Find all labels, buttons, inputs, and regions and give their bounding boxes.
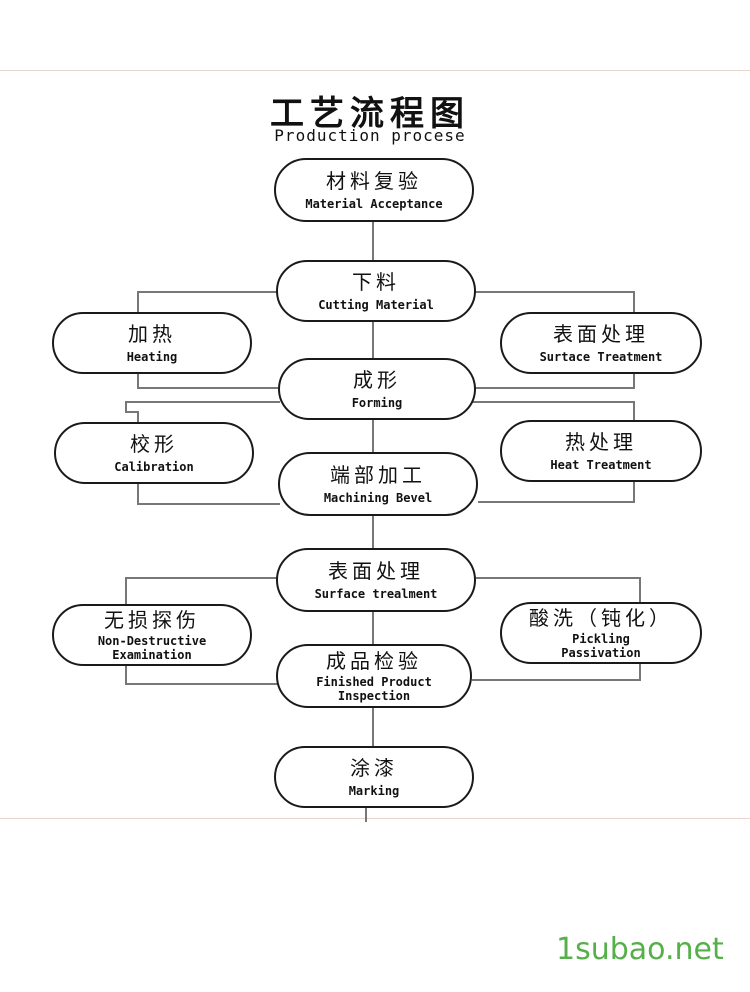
- bracket-ndt-bottom: [125, 666, 278, 685]
- step-cn-label: 无损探伤: [104, 608, 200, 632]
- step-cn-label: 表面处理: [328, 559, 424, 583]
- step-non-destructive-examination: 无损探伤 Non-Destructive Examination: [52, 604, 252, 666]
- step-heating: 加热 Heating: [52, 312, 252, 374]
- bracket-surface-1-bottom: [472, 374, 635, 389]
- step-en-label: Marking: [348, 784, 400, 798]
- step-en-label: Material Acceptance: [305, 197, 443, 211]
- bracket-calibration: [125, 401, 280, 422]
- bracket-calibration-bottom: [137, 484, 280, 505]
- step-en-label: Pickling Passivation: [561, 632, 641, 660]
- step-en-label: Cutting Material: [318, 298, 434, 312]
- step-machining-bevel: 端部加工 Machining Bevel: [278, 452, 478, 516]
- step-cn-label: 下料: [352, 270, 400, 294]
- step-en-label: Non-Destructive Examination: [97, 634, 207, 662]
- step-forming: 成形 Forming: [278, 358, 476, 420]
- step-cn-label: 端部加工: [330, 463, 426, 487]
- bracket-surface-1: [472, 291, 635, 312]
- step-en-label: Finished Product Inspection: [316, 675, 432, 703]
- step-material-acceptance: 材料复验 Material Acceptance: [274, 158, 474, 222]
- step-heat-treatment: 热处理 Heat Treatment: [500, 420, 702, 482]
- step-cn-label: 涂漆: [350, 756, 398, 780]
- step-marking: 涂漆 Marking: [274, 746, 474, 808]
- bottom-border-line: [0, 818, 750, 819]
- step-en-label: Surtace Treatment: [539, 350, 663, 364]
- bracket-heating-bottom: [137, 374, 278, 389]
- step-cn-label: 成品检验: [326, 649, 422, 673]
- bracket-heat-treatment: [472, 401, 635, 420]
- bracket-heat-treatment-bottom: [478, 482, 635, 503]
- step-cn-label: 材料复验: [326, 169, 422, 193]
- page-title: 工艺流程图: [270, 94, 470, 134]
- step-cn-label: 热处理: [565, 430, 637, 454]
- bracket-heating: [137, 291, 278, 312]
- step-surface-treatment-1: 表面处理 Surtace Treatment: [500, 312, 702, 374]
- site-watermark: 1subao.net: [556, 932, 724, 967]
- step-en-label: Machining Bevel: [323, 491, 433, 505]
- step-cutting-material: 下料 Cutting Material: [276, 260, 476, 322]
- step-cn-label: 表面处理: [553, 322, 649, 346]
- step-cn-label: 加热: [128, 322, 176, 346]
- step-cn-label: 校形: [130, 432, 178, 456]
- top-border-line: [0, 70, 750, 71]
- page-subtitle: Production procese: [274, 126, 466, 145]
- step-cn-label: 成形: [353, 368, 401, 392]
- bracket-pickling: [476, 577, 641, 602]
- bracket-pickling-bottom: [472, 664, 641, 681]
- bracket-ndt: [125, 577, 278, 604]
- step-cn-label: 酸洗（钝化）: [529, 606, 673, 630]
- step-finished-product-inspection: 成品检验 Finished Product Inspection: [276, 644, 472, 708]
- step-pickling-passivation: 酸洗（钝化） Pickling Passivation: [500, 602, 702, 664]
- step-en-label: Surface trealment: [314, 587, 438, 601]
- step-en-label: Forming: [351, 396, 403, 410]
- step-en-label: Heat Treatment: [550, 458, 652, 472]
- step-surface-treatment-2: 表面处理 Surface trealment: [276, 548, 476, 612]
- step-en-label: Calibration: [114, 460, 194, 474]
- step-calibration: 校形 Calibration: [54, 422, 254, 484]
- step-en-label: Heating: [126, 350, 178, 364]
